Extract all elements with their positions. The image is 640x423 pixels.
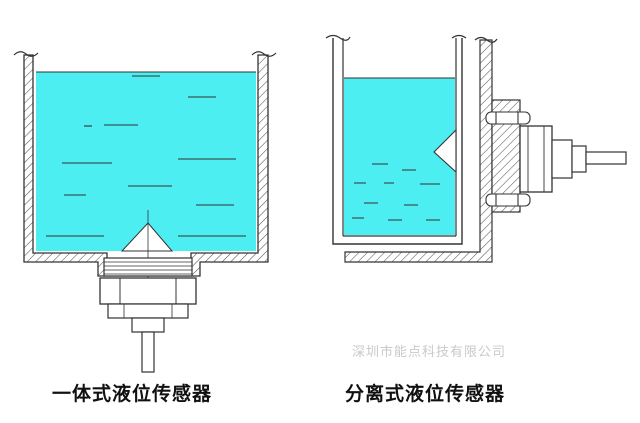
left-sensor-gland xyxy=(131,317,165,333)
integrated-sensor-diagram xyxy=(13,51,277,373)
left-sensor-cone xyxy=(120,222,174,252)
right-wall-break-line xyxy=(251,51,277,57)
left-sensor-nut xyxy=(99,277,197,305)
left-sensor-lower-body xyxy=(107,303,189,319)
watermark: 深圳市能点科技有限公司 xyxy=(352,345,507,360)
separated-sensor-caption: 分离式液位传感器 xyxy=(345,383,506,405)
right-sensor-notch xyxy=(433,128,457,174)
right-sensor-neck xyxy=(551,139,573,179)
left-sensor-thread xyxy=(103,257,193,277)
right-outer-wall xyxy=(344,39,493,263)
left-wall-break-line xyxy=(13,51,39,57)
left-sensor-cable xyxy=(141,331,155,373)
right-mount-bolts xyxy=(485,111,531,207)
right-sensor-gland xyxy=(571,145,587,173)
right-sensor-body xyxy=(519,125,553,193)
left-liquid xyxy=(36,72,256,251)
left-tank-wall xyxy=(23,54,269,277)
right-tank-inner-wall xyxy=(332,38,463,245)
separated-sensor-diagram xyxy=(325,34,627,263)
right-sensor-cable xyxy=(585,151,627,165)
integrated-sensor-caption: 一体式液位传感器 xyxy=(52,383,213,405)
right-liquid xyxy=(344,78,455,235)
right-liquid-marks xyxy=(352,163,440,221)
left-liquid-marks xyxy=(46,75,246,237)
